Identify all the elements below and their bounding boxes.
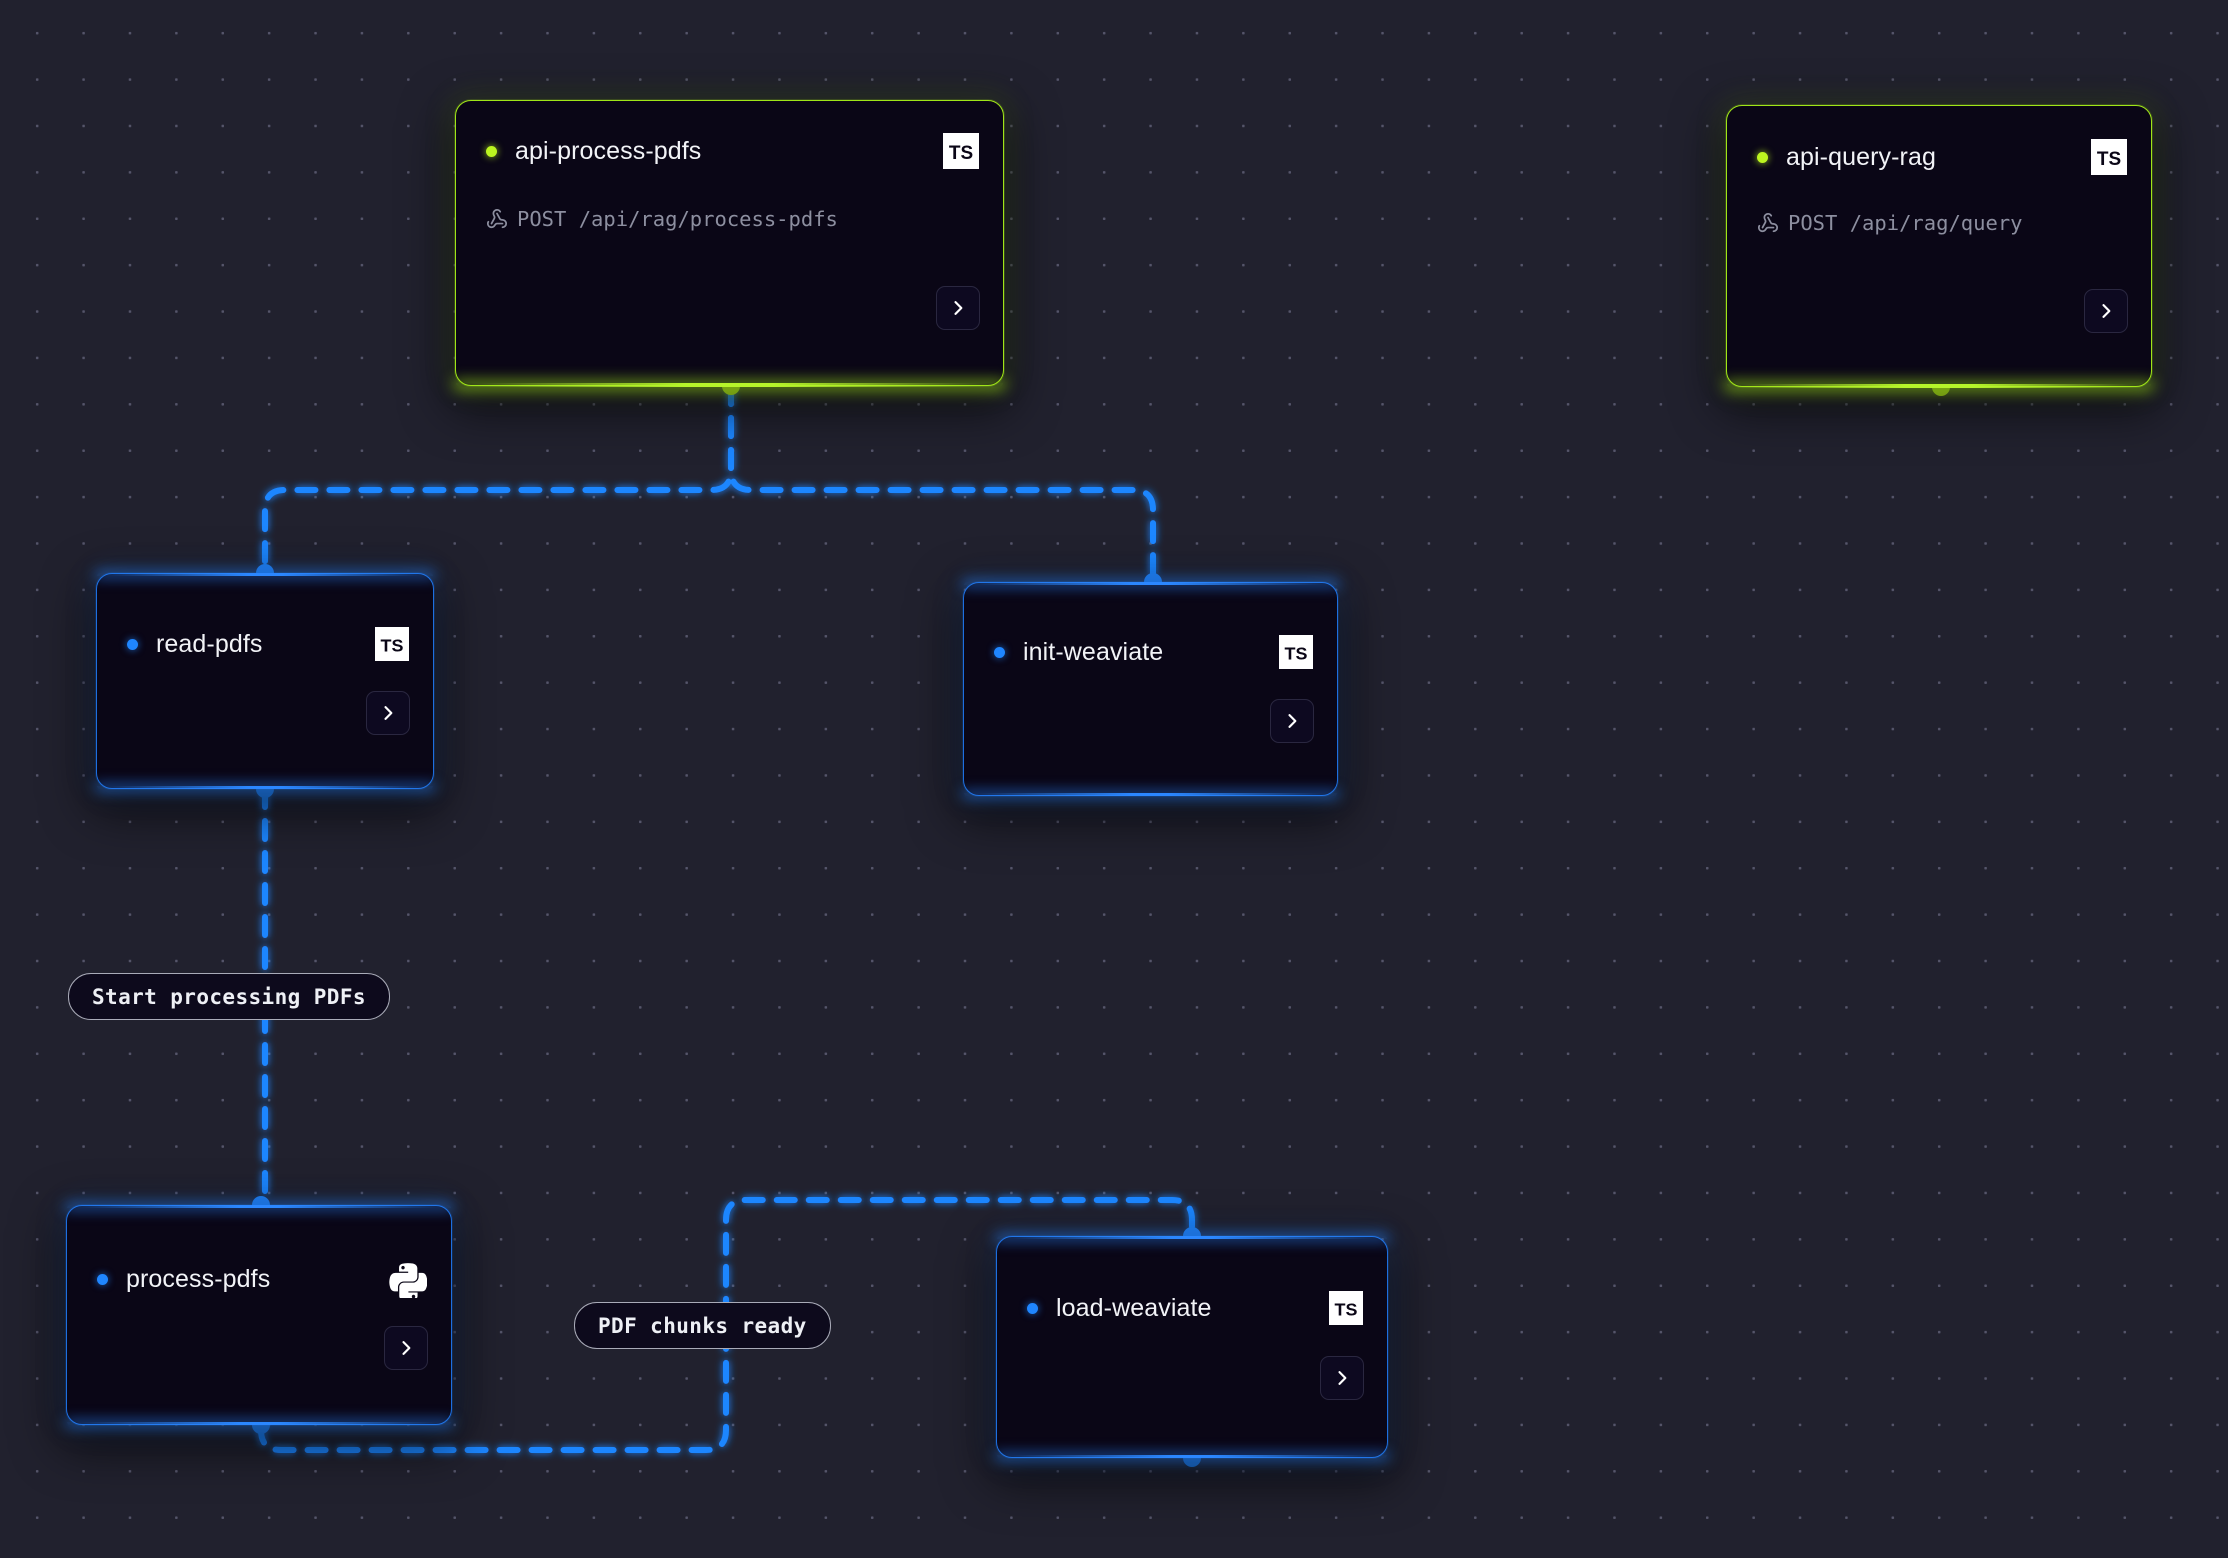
svg-text:TS: TS — [1335, 1300, 1358, 1320]
node-header: process-pdfs — [97, 1260, 427, 1298]
typescript-icon: TS — [1279, 635, 1313, 669]
status-dot-icon — [486, 145, 497, 157]
node-process-pdfs[interactable]: process-pdfs — [66, 1204, 452, 1426]
node-header: api-process-pdfs TS — [486, 133, 979, 169]
chevron-right-icon — [1288, 714, 1297, 728]
node-header: load-weaviate TS — [1027, 1291, 1363, 1325]
edge-api-process-pdfs-to-read-pdfs — [262, 383, 734, 576]
edge-label-text: Start processing PDFs — [92, 984, 366, 1009]
python-icon — [389, 1263, 427, 1298]
chevron-right-icon — [402, 1341, 411, 1355]
svg-text:TS: TS — [2097, 149, 2121, 170]
status-dot-icon — [994, 646, 1005, 658]
webhook-icon — [1757, 212, 1779, 233]
expand-button[interactable] — [366, 691, 410, 735]
node-header: api-query-rag TS — [1757, 139, 2127, 175]
status-dot-icon — [97, 1273, 108, 1285]
node-init-weaviate[interactable]: init-weaviate TS — [963, 581, 1338, 797]
node-api-process-pdfs[interactable]: api-process-pdfs TS POST /api/rag/proces… — [455, 100, 1004, 387]
expand-button[interactable] — [1270, 699, 1314, 743]
node-title: api-query-rag — [1786, 142, 1936, 171]
chevron-right-icon — [954, 301, 963, 315]
node-title: api-process-pdfs — [515, 136, 702, 165]
node-subtitle-row: POST /api/rag/query — [1757, 211, 2131, 235]
node-header: read-pdfs TS — [127, 627, 409, 661]
expand-button[interactable] — [384, 1326, 428, 1370]
node-subtitle-row: POST /api/rag/process-pdfs — [486, 207, 983, 231]
chevron-right-icon — [1338, 1371, 1347, 1385]
edge-api-process-pdfs-to-init-weaviate — [728, 383, 1156, 585]
node-api-query-rag[interactable]: api-query-rag TS POST /api/rag/query — [1726, 105, 2152, 388]
node-subtitle-text: POST /api/rag/query — [1788, 211, 2023, 235]
node-read-pdfs[interactable]: read-pdfs TS — [96, 572, 434, 790]
svg-text:TS: TS — [1285, 644, 1308, 664]
node-title: read-pdfs — [156, 629, 263, 658]
expand-button[interactable] — [2084, 289, 2128, 333]
typescript-icon: TS — [943, 133, 979, 169]
edge-label-start-processing-pdfs[interactable]: Start processing PDFs — [68, 973, 390, 1020]
expand-button[interactable] — [1320, 1356, 1364, 1400]
expand-button[interactable] — [936, 286, 980, 330]
node-title: process-pdfs — [126, 1264, 271, 1293]
edge-label-text: PDF chunks ready — [598, 1313, 807, 1338]
edge-label-pdf-chunks-ready[interactable]: PDF chunks ready — [574, 1302, 831, 1349]
node-load-weaviate[interactable]: load-weaviate TS — [996, 1235, 1388, 1459]
node-title: load-weaviate — [1056, 1293, 1212, 1322]
node-title: init-weaviate — [1023, 637, 1164, 666]
status-dot-icon — [1027, 1302, 1038, 1314]
typescript-icon: TS — [1329, 1291, 1363, 1325]
svg-text:TS: TS — [381, 636, 404, 656]
svg-text:TS: TS — [949, 143, 973, 164]
status-dot-icon — [1757, 151, 1768, 163]
status-dot-icon — [127, 638, 138, 650]
typescript-icon: TS — [2091, 139, 2127, 175]
node-header: init-weaviate TS — [994, 635, 1313, 669]
chevron-right-icon — [384, 706, 393, 720]
chevron-right-icon — [2102, 304, 2111, 318]
webhook-icon — [486, 208, 508, 229]
node-subtitle-text: POST /api/rag/process-pdfs — [517, 207, 838, 231]
typescript-icon: TS — [375, 627, 409, 661]
